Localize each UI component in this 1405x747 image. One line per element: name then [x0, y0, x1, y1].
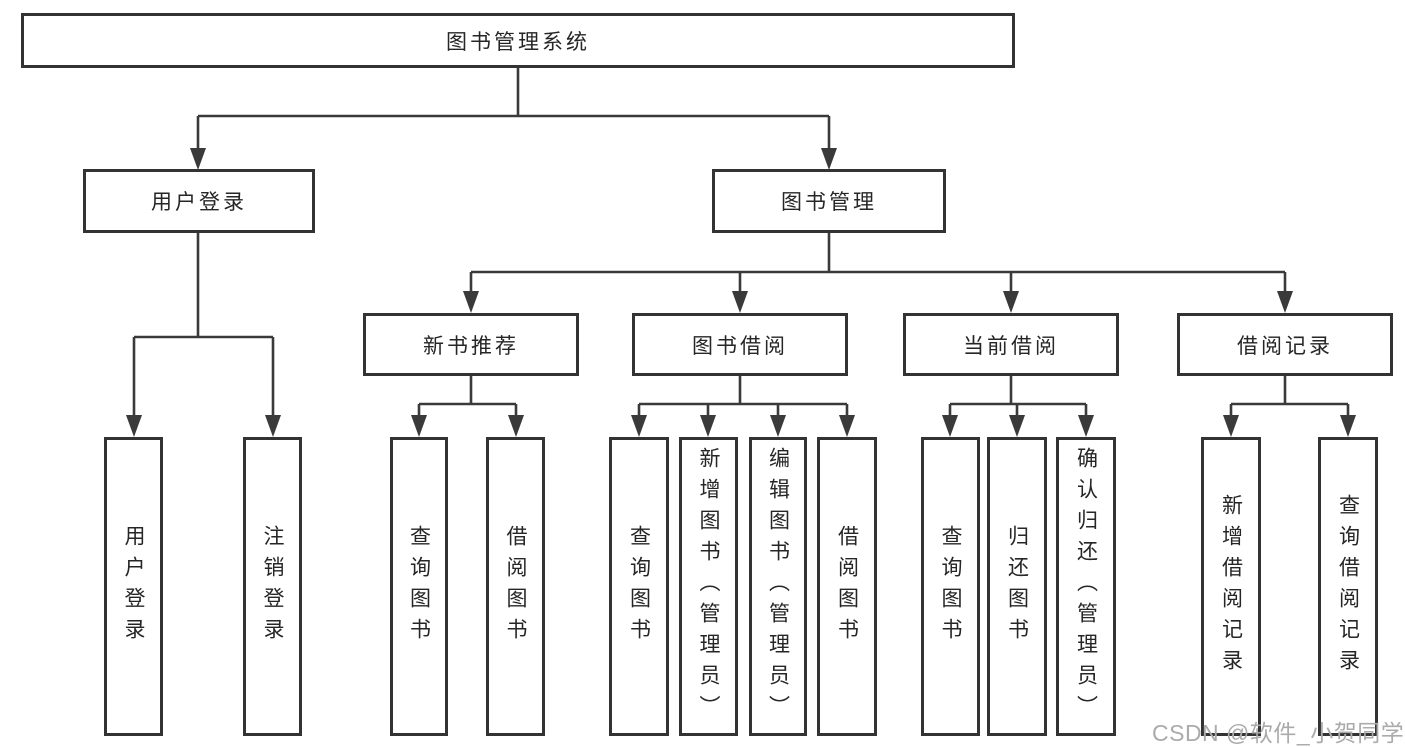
node-label: 注销登录 [261, 524, 284, 649]
arrow-down-icon [821, 148, 837, 170]
node-borrow-books-borrowing: 借阅图书 [817, 437, 877, 736]
node-label: 新书推荐 [423, 334, 519, 358]
node-label: 借阅图书 [835, 524, 859, 649]
node-query-borrow-record: 查询借阅记录 [1318, 437, 1378, 736]
node-label: 图书管理 [781, 191, 877, 214]
node-label: 查询借阅记录 [1336, 493, 1360, 680]
arrow-down-icon [1223, 415, 1239, 437]
node-book-borrowing: 图书借阅 [632, 313, 848, 376]
node-label: 归还图书 [1005, 524, 1029, 649]
arrow-down-icon [463, 291, 479, 313]
node-query-books-borrowing: 查询图书 [609, 437, 669, 736]
arrow-down-icon [1009, 415, 1025, 437]
node-label: 新增图书（管理员） [697, 447, 720, 726]
arrow-down-icon [265, 415, 281, 437]
node-label: 用户登录 [151, 191, 247, 214]
node-return-books: 归还图书 [987, 437, 1047, 736]
node-label: 当前借阅 [963, 334, 1059, 358]
node-label: 借阅记录 [1237, 334, 1333, 358]
node-edit-books-admin: 编辑图书（管理员） [749, 437, 807, 736]
node-query-books-current: 查询图书 [921, 437, 980, 736]
arrow-down-icon [411, 415, 427, 437]
node-new-book-recommendation: 新书推荐 [363, 313, 579, 376]
node-library-management-system: 图书管理系统 [21, 13, 1015, 68]
node-book-management-branch: 图书管理 [712, 169, 946, 233]
node-add-borrow-record: 新增借阅记录 [1201, 437, 1261, 736]
arrow-down-icon [732, 291, 748, 313]
arrow-down-icon [700, 415, 716, 437]
node-borrow-books-recommend: 借阅图书 [486, 437, 545, 736]
node-current-borrowing: 当前借阅 [903, 313, 1119, 376]
node-label: 确认归还（管理员） [1074, 447, 1098, 726]
node-label: 查询图书 [627, 524, 651, 649]
arrow-down-icon [508, 415, 524, 437]
node-borrowing-records: 借阅记录 [1177, 313, 1393, 376]
node-logout-action: 注销登录 [243, 437, 302, 736]
node-label: 查询图书 [939, 524, 962, 649]
node-query-books-recommend: 查询图书 [390, 437, 448, 736]
node-label: 新增借阅记录 [1219, 493, 1243, 680]
arrow-down-icon [839, 415, 855, 437]
arrow-down-icon [1078, 415, 1094, 437]
watermark: CSDN @软件_小贺同学 [1152, 720, 1405, 746]
node-label: 查询图书 [407, 524, 431, 649]
node-label: 用户登录 [122, 524, 145, 649]
arrow-down-icon [942, 415, 958, 437]
node-confirm-return-admin: 确认归还（管理员） [1056, 437, 1116, 736]
arrow-down-icon [1277, 291, 1293, 313]
node-label: 借阅图书 [504, 524, 527, 649]
node-user-login-action: 用户登录 [104, 437, 163, 736]
node-label: 图书管理系统 [446, 30, 590, 54]
arrow-down-icon [126, 415, 142, 437]
arrow-down-icon [770, 415, 786, 437]
node-label: 编辑图书（管理员） [766, 447, 790, 726]
node-add-books-admin: 新增图书（管理员） [679, 437, 738, 736]
arrow-down-icon [631, 415, 647, 437]
node-label: 图书借阅 [692, 334, 788, 358]
node-user-login-branch: 用户登录 [83, 169, 315, 233]
arrow-down-icon [1003, 291, 1019, 313]
arrow-down-icon [1340, 415, 1356, 437]
arrow-down-icon [190, 148, 206, 170]
